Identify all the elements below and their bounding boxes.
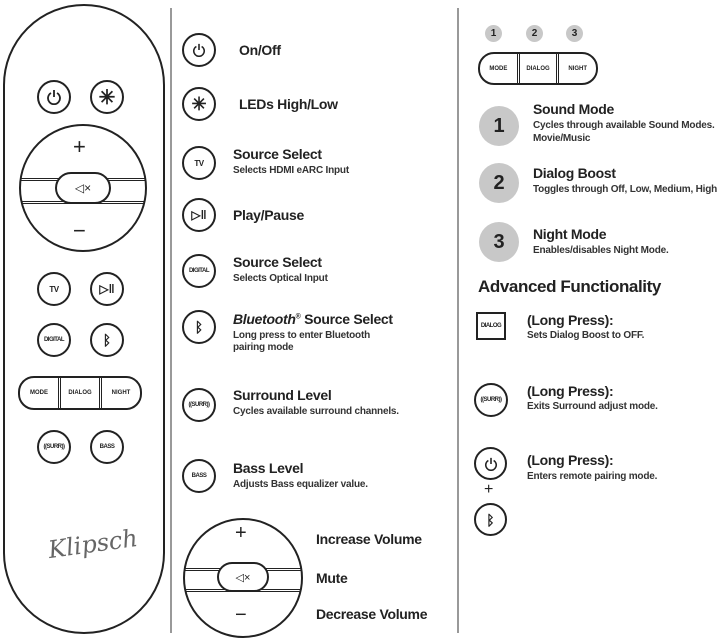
mode-desc: Enables/disables Night Mode. (533, 245, 669, 256)
play-pause-icon: ▷‖ (99, 282, 115, 296)
remote-tv-button: TV (37, 272, 71, 306)
remote-mode-bar: MODE DIALOG NIGHT (18, 376, 142, 410)
remote-mute-button: ◁× (55, 172, 111, 204)
digital-icon: DIGITAL (182, 254, 216, 288)
remote-play-pause-button: ▷‖ (90, 272, 124, 306)
remote-night-button: NIGHT (99, 378, 140, 408)
advanced-title: (Long Press): (527, 452, 614, 468)
mode-number: 2 (479, 163, 519, 203)
bluetooth-icon: ᛒ (182, 310, 216, 344)
bass-icon: BASS (182, 459, 216, 493)
mute-label: Mute (316, 570, 348, 586)
advanced-title: (Long Press): (527, 383, 614, 399)
mode-desc: Cycles through available Sound Modes. (533, 120, 715, 131)
advanced-heading: Advanced Functionality (478, 277, 661, 296)
mode-button: MODE (489, 65, 508, 72)
legend-title: Source Select (233, 254, 322, 270)
bluetooth-word: Bluetooth (233, 311, 296, 327)
remote-minus: − (73, 218, 86, 243)
mode-bar: MODE DIALOG NIGHT (478, 52, 598, 85)
number-badge: 3 (566, 25, 583, 42)
advanced-desc: Enters remote pairing mode. (527, 471, 658, 482)
surround-icon: ((SURR)) (474, 383, 508, 417)
bluetooth-icon: ᛒ (102, 332, 112, 348)
legend-desc: Adjusts Bass equalizer value. (233, 479, 368, 490)
advanced-title: (Long Press): (527, 312, 614, 328)
asterisk-icon: ✳ (182, 87, 216, 121)
remote-plus: + (73, 134, 86, 159)
legend-title: Bass Level (233, 460, 304, 476)
bluetooth-icon: ᛒ (474, 503, 507, 536)
remote-digital-button: DIGITAL (37, 323, 71, 357)
mode-desc: Toggles through Off, Low, Medium, High (533, 184, 718, 195)
dialog-button: DIALOG (516, 54, 557, 83)
legend-title: Play/Pause (233, 207, 304, 223)
tv-icon: TV (182, 146, 216, 180)
remote-bass-button: BASS (90, 430, 124, 464)
remote-bluetooth-button: ᛒ (90, 323, 124, 357)
remote-surround-button: ((SURR)) (37, 430, 71, 464)
legend-desc: Selects Optical Input (233, 273, 328, 284)
decrease-volume-label: Decrease Volume (316, 606, 428, 622)
legend-desc: Selects HDMI eARC Input (233, 165, 349, 176)
remote-body (3, 4, 165, 634)
number-badge: 2 (526, 25, 543, 42)
mute-icon: ◁× (74, 181, 92, 195)
play-pause-icon: ▷‖ (182, 198, 216, 232)
mode-title: Sound Mode (533, 101, 614, 117)
plus-sign: + (484, 481, 494, 498)
advanced-desc: Sets Dialog Boost to OFF. (527, 330, 645, 341)
divider (457, 8, 459, 633)
mode-number: 3 (479, 222, 519, 262)
legend-title: Source Select (233, 146, 322, 162)
asterisk-icon: ✳ (98, 86, 116, 109)
legend-title: Surround Level (233, 387, 332, 403)
legend-desc: pairing mode (233, 342, 294, 353)
power-icon (474, 447, 507, 480)
increase-volume-label: Increase Volume (316, 531, 422, 547)
title-rest: Source Select (300, 311, 393, 327)
remote-dialog-button: DIALOG (58, 378, 99, 408)
volume-minus: − (235, 604, 247, 626)
mode-title: Night Mode (533, 226, 607, 242)
divider (170, 8, 172, 633)
legend-title: On/Off (239, 42, 281, 58)
legend-desc: Long press to enter Bluetooth (233, 330, 370, 341)
mute-icon: ◁× (235, 571, 251, 584)
mode-title: Dialog Boost (533, 165, 616, 181)
mode-number: 1 (479, 106, 519, 146)
number-badge: 1 (485, 25, 502, 42)
remote-volume-disc (19, 124, 147, 252)
surround-icon: ((SURR)) (182, 388, 216, 422)
legend-title: LEDs High/Low (239, 96, 338, 112)
legend-title: Bluetooth® Source Select (233, 311, 393, 327)
power-icon (182, 33, 216, 67)
remote-mode-button: MODE (30, 390, 48, 396)
power-icon (47, 90, 61, 105)
night-button: NIGHT (556, 54, 596, 83)
mode-desc: Movie/Music (533, 133, 591, 144)
registered-mark: ® (295, 313, 301, 321)
remote-led-button: ✳ (90, 80, 124, 114)
remote-power-button (37, 80, 71, 114)
volume-disc (183, 518, 303, 638)
legend-desc: Cycles available surround channels. (233, 406, 399, 417)
dialog-icon: DIALOG (476, 312, 506, 340)
advanced-desc: Exits Surround adjust mode. (527, 401, 658, 412)
volume-plus: + (235, 522, 247, 544)
mute-button: ◁× (217, 562, 269, 592)
